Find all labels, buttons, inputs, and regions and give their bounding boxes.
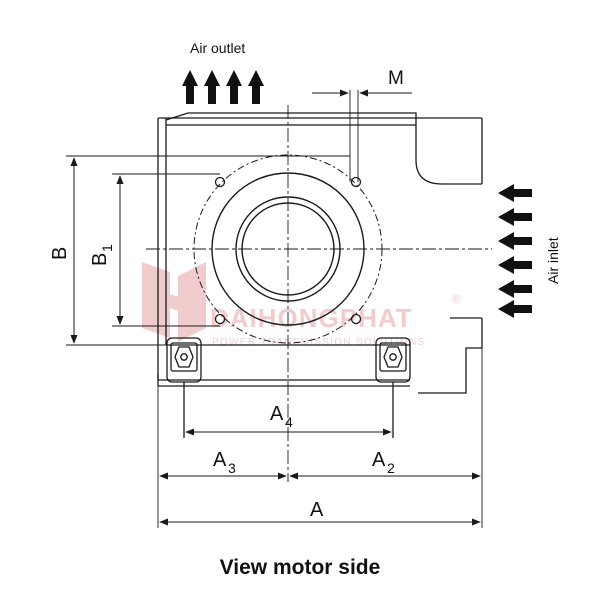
outlet-arrow-icon bbox=[248, 70, 264, 104]
dimension-lines bbox=[70, 89, 481, 526]
inlet-arrow-icon bbox=[498, 232, 532, 250]
watermark-tagline: POWER TRANSMISSION SOLUTIONS bbox=[212, 337, 425, 348]
inlet-arrow-icon bbox=[498, 300, 532, 318]
centerlines bbox=[146, 105, 492, 482]
watermark-logo-icon bbox=[142, 262, 206, 342]
view-caption: View motor side bbox=[219, 556, 381, 579]
mounting-foot-left bbox=[166, 337, 202, 438]
bolt-hole-icon bbox=[214, 313, 226, 325]
watermark-brand: DAIHONGPHAT bbox=[210, 303, 413, 333]
air-inlet-label: Air inlet bbox=[545, 237, 561, 284]
fan-housing bbox=[157, 112, 483, 394]
outlet-arrow-icon bbox=[204, 70, 220, 104]
air-outlet-arrows bbox=[182, 70, 264, 104]
dim-label-A4: A 4 bbox=[270, 403, 293, 430]
dim-label-A3-main: A bbox=[213, 449, 227, 471]
dim-label-B: B bbox=[49, 247, 71, 260]
bolt-hole-icon bbox=[214, 176, 226, 188]
watermark: DAIHONGPHAT ® POWER TRANSMISSION SOLUTIO… bbox=[142, 262, 461, 348]
dim-label-A4-sub: 4 bbox=[285, 414, 293, 430]
dim-label-A: A bbox=[310, 499, 324, 521]
dim-label-B1-main: B bbox=[89, 253, 111, 266]
flange-bolt-holes bbox=[214, 176, 362, 325]
bolt-hole-icon bbox=[350, 176, 362, 188]
dim-label-A2-sub: 2 bbox=[387, 460, 395, 476]
dim-label-A2: A 2 bbox=[372, 449, 395, 476]
dim-label-M: M bbox=[388, 68, 404, 89]
inlet-arrow-icon bbox=[498, 280, 532, 298]
air-inlet-arrows bbox=[498, 184, 532, 318]
extension-lines bbox=[66, 90, 483, 528]
watermark-registered-mark: ® bbox=[452, 292, 461, 306]
outlet-arrow-icon bbox=[226, 70, 242, 104]
dim-label-A2-main: A bbox=[372, 449, 386, 471]
outlet-arrow-icon bbox=[182, 70, 198, 104]
inlet-arrow-icon bbox=[498, 184, 532, 202]
inlet-arrow-icon bbox=[498, 208, 532, 226]
bolt-hole-icon bbox=[350, 313, 362, 325]
dim-label-A4-main: A bbox=[270, 403, 284, 425]
dim-label-A3: A 3 bbox=[213, 449, 236, 476]
dim-label-A3-sub: 3 bbox=[228, 460, 236, 476]
inlet-arrow-icon bbox=[498, 256, 532, 274]
mounting-foot-right bbox=[375, 337, 411, 438]
air-outlet-label: Air outlet bbox=[190, 40, 245, 56]
dim-label-B1-sub: 1 bbox=[99, 244, 115, 252]
dim-label-B1: B 1 bbox=[89, 244, 115, 266]
